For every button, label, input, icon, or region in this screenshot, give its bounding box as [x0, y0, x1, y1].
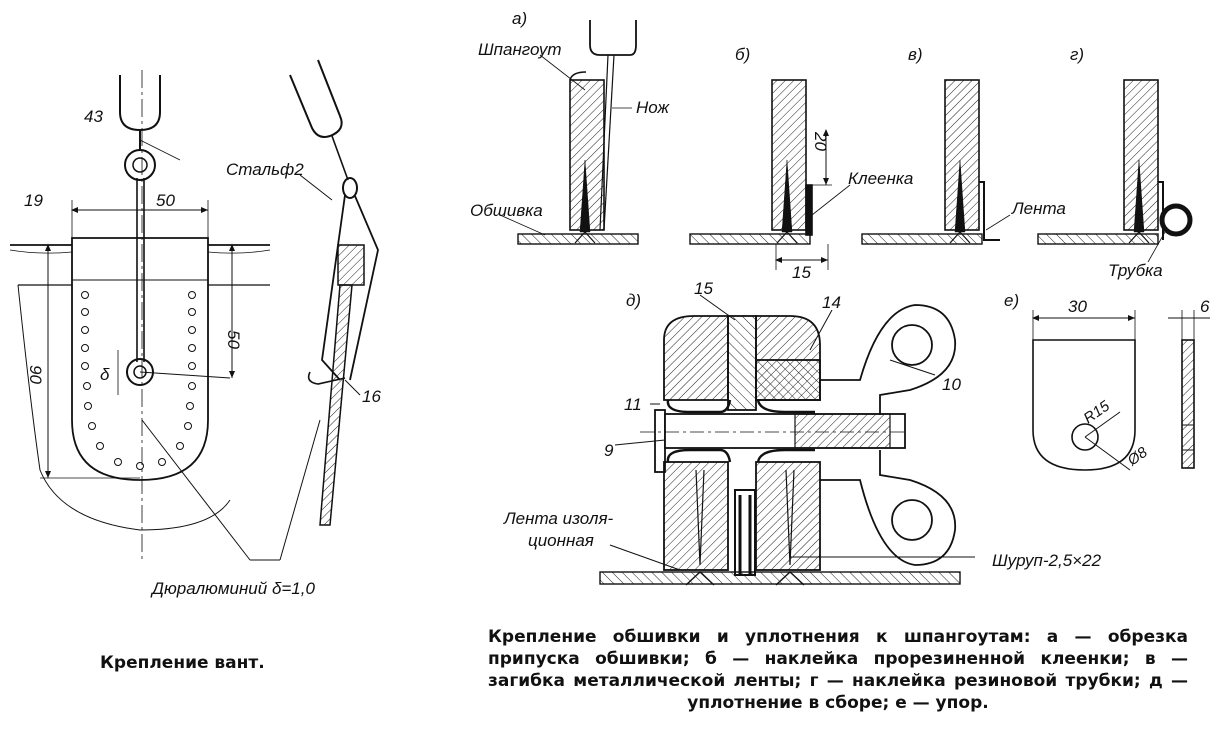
right-figure-caption: Крепление обшивки и уплотнения к шпангоу… [488, 627, 1188, 713]
shroud-attachment-figure [9, 59, 379, 561]
label-diameter: Ø8 [1124, 443, 1151, 469]
label-dim-50-side: 50 [224, 330, 243, 349]
panel-e [1032, 310, 1210, 471]
label-panel-d: д) [626, 291, 641, 310]
label-part-15: 15 [694, 279, 713, 298]
label-steel: Стальф2 [226, 160, 304, 179]
panel-g [1037, 79, 1193, 263]
label-part-11: 11 [624, 395, 642, 414]
panel-d [599, 294, 975, 586]
label-delta: δ [100, 365, 110, 384]
label-knife: Нож [636, 98, 670, 117]
label-part-16: 16 [362, 387, 381, 406]
label-insulating-tape-2: ционная [528, 531, 594, 550]
label-panel-e: е) [1004, 291, 1019, 310]
label-radius: R15 [1081, 397, 1114, 427]
label-insulating-tape: Лента изоля- [503, 509, 614, 528]
panel-v [861, 79, 1011, 245]
label-part-43: 43 [84, 107, 103, 126]
label-panel-v: в) [908, 45, 923, 64]
label-duralumin: Дюралюминий δ=1,0 [150, 579, 315, 598]
label-panel-a: а) [512, 9, 527, 28]
label-dim-6: 6 [1200, 297, 1210, 316]
label-dim-15: 15 [792, 263, 811, 282]
label-skin: Обшивка [470, 201, 543, 220]
panel-a [499, 20, 639, 245]
label-panel-g: г) [1070, 45, 1084, 64]
label-part-14: 14 [822, 293, 841, 312]
label-dim-30: 30 [1068, 297, 1087, 316]
label-dim-90: 90 [26, 365, 45, 384]
label-dim-20: 20 [811, 131, 830, 151]
label-tube: Трубка [1108, 261, 1163, 280]
label-panel-b: б) [735, 45, 750, 64]
label-dim-50-top: 50 [156, 191, 175, 210]
panel-b [689, 79, 851, 270]
label-tape: Лента [1011, 199, 1066, 218]
labels: 43 Стальф2 19 50 50 90 δ 16 Дюралюминий … [24, 9, 1210, 598]
left-figure-caption: Крепление вант. [100, 653, 265, 673]
label-part-10: 10 [942, 375, 961, 394]
label-screw: Шуруп-2,5×22 [992, 551, 1102, 570]
label-part-19: 19 [24, 191, 43, 210]
label-oilcloth: Клеенка [848, 169, 913, 188]
label-frame: Шпангоут [478, 40, 562, 59]
label-part-9: 9 [604, 441, 614, 460]
